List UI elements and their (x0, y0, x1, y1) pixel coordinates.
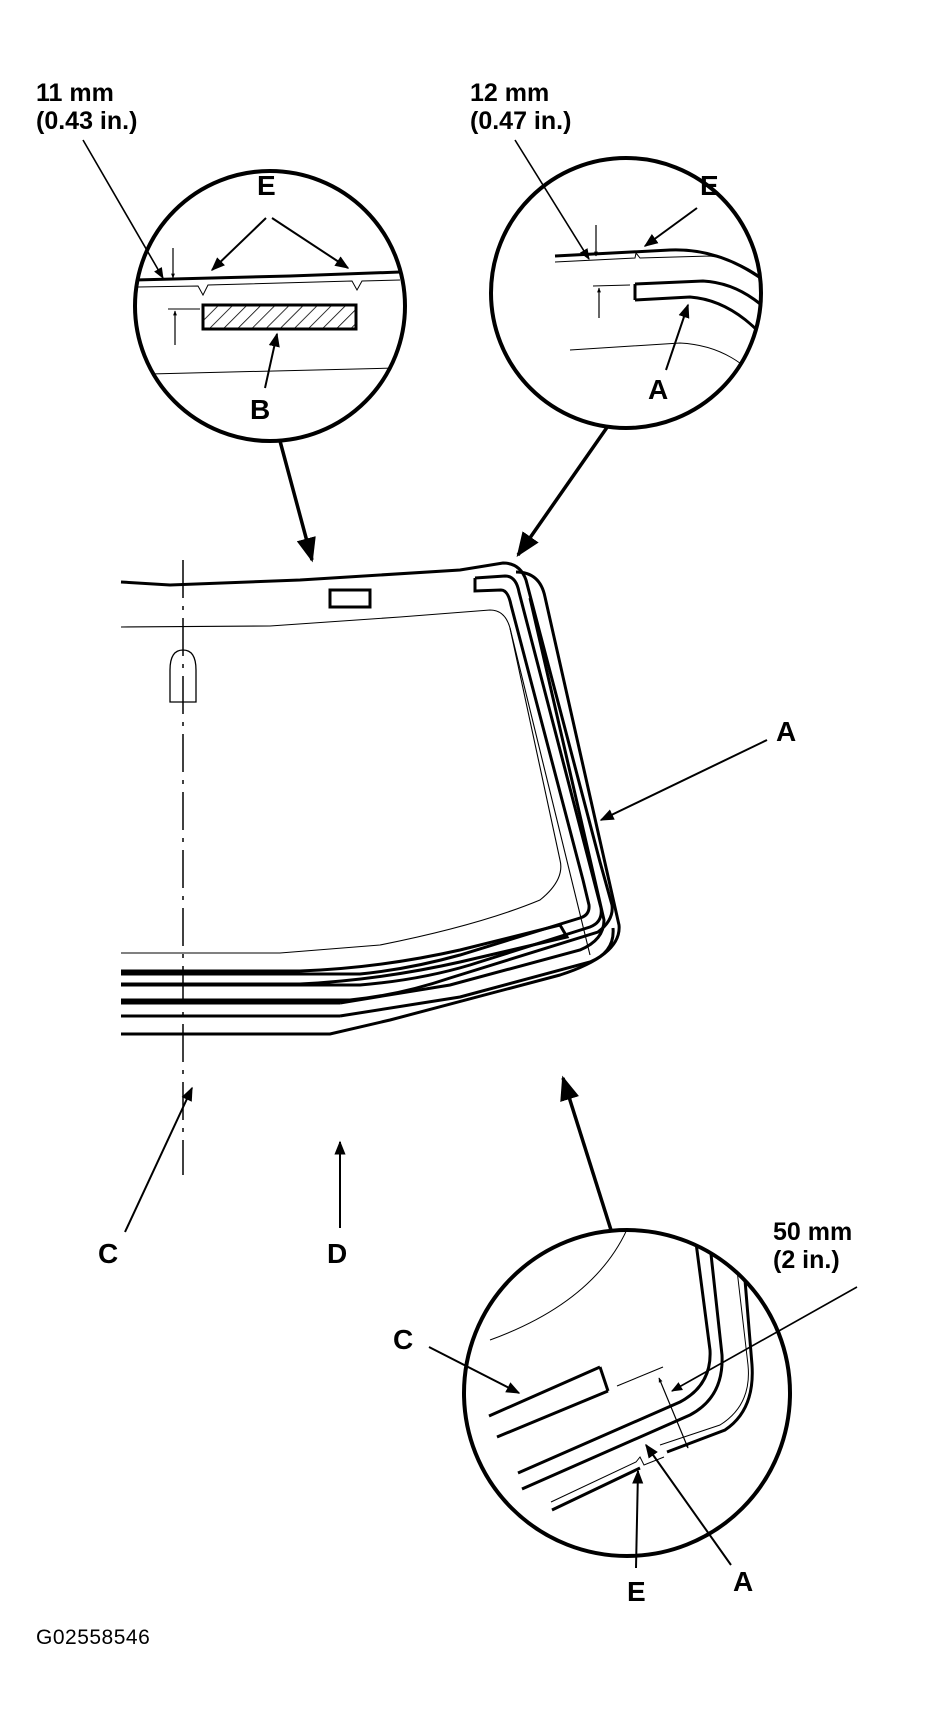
figure-id: G02558546 (36, 1626, 151, 1649)
dimension-in-text: (0.47 in.) (470, 106, 572, 135)
leader-arrow-a-main (599, 739, 768, 821)
label-a-bottom-right: A (733, 1566, 754, 1597)
label-a-main: A (776, 716, 797, 747)
dimension-label-50mm: 50 mm (2 in.) (773, 1218, 853, 1274)
label-e-bottom-right: E (627, 1576, 646, 1607)
connector-arrow-top-right (516, 424, 610, 558)
dimension-in-text: (0.43 in.) (36, 106, 138, 135)
dimension-label-12mm: 12 mm (0.47 in.) (470, 79, 572, 135)
label-b: B (250, 394, 271, 425)
detail-circle-top-left (82, 139, 407, 443)
dimension-in-text: (2 in.) (773, 1245, 840, 1274)
connector-arrow-top-left (278, 440, 316, 563)
label-e-top-left: E (257, 170, 276, 201)
label-e-top-right: E (700, 170, 719, 201)
dimension-mm-text: 11 mm (36, 79, 114, 107)
label-d-main: D (327, 1238, 348, 1269)
dimension-mm-text: 50 mm (773, 1218, 853, 1246)
connector-arrow-bottom-right (560, 1075, 613, 1231)
label-c-bottom-right: C (393, 1324, 414, 1355)
dimension-label-11mm: 11 mm (0.43 in.) (36, 79, 138, 135)
detail-circle-bottom-right (428, 1228, 858, 1569)
part-b-hatched-strip (201, 303, 358, 331)
leader-arrow-c-main (124, 1086, 193, 1233)
label-a-top-right: A (648, 374, 669, 405)
windshield-main (120, 560, 621, 1175)
label-c-main: C (98, 1238, 119, 1269)
dimension-mm-text: 12 mm (470, 79, 550, 107)
